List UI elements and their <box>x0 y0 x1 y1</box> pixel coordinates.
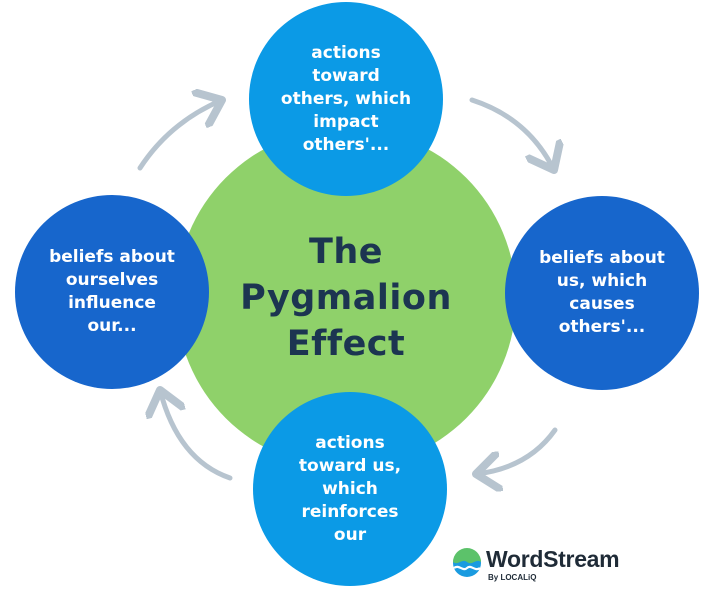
logo-name: WordStream <box>486 546 620 572</box>
arrow-right-to-bottom <box>476 427 558 474</box>
node-right-text: beliefs about us, which causes others'..… <box>539 248 665 337</box>
wordstream-logo-icon <box>453 548 481 577</box>
node-bottom: actions toward us, which reinforces our <box>253 392 447 586</box>
arrow-left-to-top <box>137 100 222 171</box>
arrow-top-to-right <box>469 97 554 170</box>
node-left: beliefs about ourselves influence our... <box>15 195 209 389</box>
wordstream-logo: WordStream By LOCALiQ <box>452 546 622 590</box>
node-left-text: beliefs about ourselves influence our... <box>49 247 175 336</box>
node-top: actions toward others, which impact othe… <box>249 2 443 196</box>
diagram-title: The Pygmalion Effect <box>240 232 452 364</box>
node-right: beliefs about us, which causes others'..… <box>505 196 699 390</box>
arrow-bottom-to-left <box>160 390 233 481</box>
logo-subtitle: By LOCALiQ <box>488 573 537 582</box>
node-bottom-text: actions toward us, which reinforces our <box>298 432 402 545</box>
node-top-text: actions toward others, which impact othe… <box>280 42 412 155</box>
